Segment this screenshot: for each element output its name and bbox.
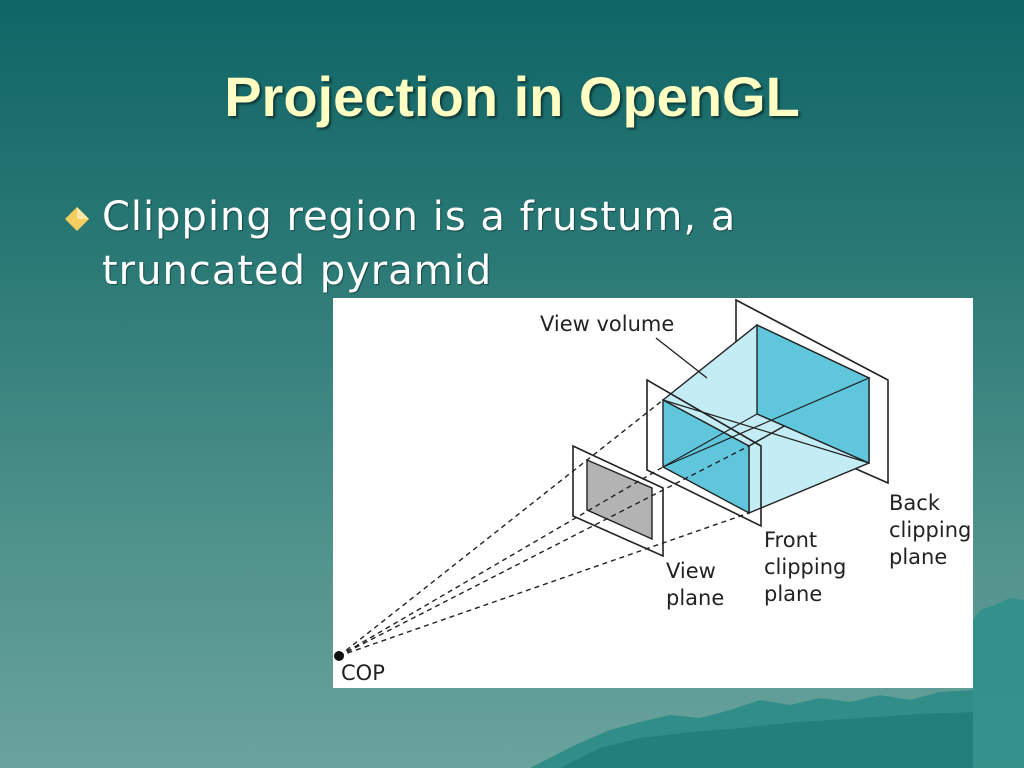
- label-front-line-1: Front: [764, 528, 817, 552]
- cop-point: [334, 651, 344, 661]
- label-view-volume: View volume: [540, 312, 674, 336]
- label-view-line-2: plane: [666, 586, 724, 610]
- frustum-diagram: View volume Back clipping plane Front cl…: [333, 298, 973, 688]
- label-back-clipping-plane: Back clipping plane: [889, 491, 973, 569]
- label-front-clipping-plane: Front clipping plane: [764, 528, 853, 606]
- label-back-line-2: clipping: [889, 518, 971, 542]
- label-front-line-3: plane: [764, 582, 822, 606]
- label-back-line-1: Back: [889, 491, 941, 515]
- front-clipping-plane: [646, 378, 762, 528]
- diamond-bullet-icon: [65, 207, 89, 231]
- label-front-line-2: clipping: [764, 555, 846, 579]
- label-view-plane: View plane: [666, 559, 724, 610]
- label-cop: COP: [341, 661, 385, 685]
- projection-rays: [338, 399, 750, 657]
- bullet-text: Clipping region is a frustum, a truncate…: [102, 194, 737, 294]
- view-plane-image: [586, 458, 653, 541]
- label-view-line-1: View: [666, 559, 716, 583]
- label-back-line-3: plane: [889, 545, 947, 569]
- slide-title: Projection in OpenGL: [224, 65, 800, 128]
- view-plane: [572, 444, 664, 558]
